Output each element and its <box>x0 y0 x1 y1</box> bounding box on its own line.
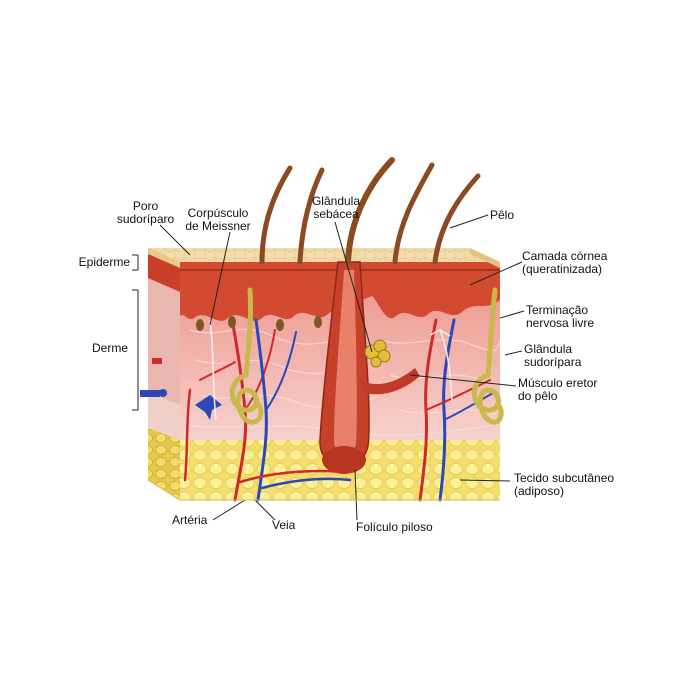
label-glandula-sudoripara: Glândula sudorípara <box>524 342 582 369</box>
hair-shafts <box>259 157 481 265</box>
label-arteria: Artéria <box>172 513 208 527</box>
label-corpusculo-meissner: Corpúsculo de Meissner <box>185 206 251 233</box>
sweat-gland-left <box>229 287 264 425</box>
label-tecido-subcutaneo: Tecido subcutâneo (adiposo) <box>514 471 615 498</box>
free-nerve-endings <box>209 319 453 421</box>
hair-follicle <box>319 261 370 474</box>
label-epiderme: Epiderme <box>78 255 130 269</box>
label-pelo: Pêlo <box>490 208 515 222</box>
label-derme: Derme <box>91 341 128 355</box>
label-poro-sudoriparo: Poro sudoríparo <box>116 199 175 226</box>
label-camada-cornea: Camada córnea (queratinizada) <box>522 249 608 276</box>
label-foliculo-piloso: Folículo piloso <box>356 520 433 534</box>
leader-lines <box>132 214 525 521</box>
sweat-gland-right <box>471 287 504 425</box>
sebaceous-gland <box>364 339 391 368</box>
label-glandula-sebacea: Glândula sebácea <box>311 194 361 221</box>
block-left-face <box>148 248 180 500</box>
arrector-pili-muscle <box>360 368 420 395</box>
meissner-corpuscles <box>196 316 322 331</box>
label-veia: Veia <box>272 518 296 532</box>
label-musculo-eretor: Músculo eretor do pêlo <box>518 376 598 403</box>
skin-surface <box>148 248 500 262</box>
label-terminacao-nervosa: Terminação nervosa livre <box>526 303 595 330</box>
